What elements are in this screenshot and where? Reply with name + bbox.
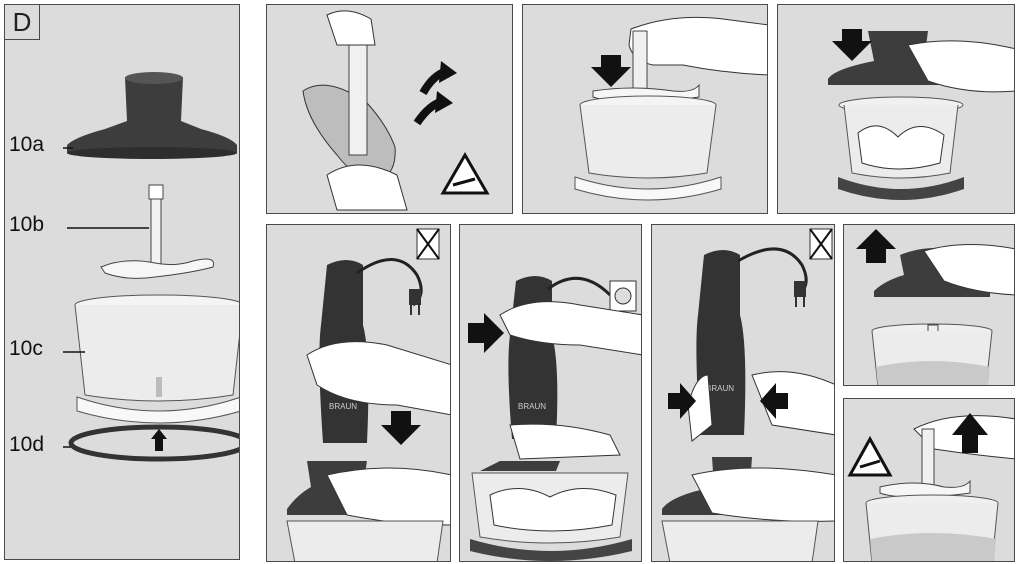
sharp-blade-warning-icon	[850, 439, 890, 475]
svg-text:BRAUN: BRAUN	[706, 384, 734, 393]
parts-overview-panel: D 10a 10b 10c 10d	[4, 4, 240, 560]
parts-illustration	[5, 5, 240, 560]
step-insert-blade-panel	[522, 4, 768, 214]
step-attach-lid-panel	[777, 4, 1015, 214]
bowl-10c-drawing	[75, 295, 240, 423]
arrow-up-icon	[856, 229, 896, 263]
step-remove-blade-panel	[843, 398, 1015, 562]
no-water-crossed-out-icon	[417, 229, 439, 259]
svg-text:BRAUN: BRAUN	[518, 402, 546, 411]
step-1-illustration	[267, 5, 513, 214]
part-label-10a: 10a	[9, 133, 44, 157]
no-water-crossed-out-icon	[810, 229, 832, 259]
step-4-illustration: BRAUN	[267, 225, 451, 562]
step-2-illustration	[523, 5, 768, 214]
part-label-10d: 10d	[9, 433, 44, 457]
step-remove-blade-cover-panel	[266, 4, 513, 214]
plug-icon	[409, 289, 421, 315]
arrow-down-icon	[591, 55, 631, 87]
step-remove-lid-panel	[843, 224, 1015, 386]
part-label-10b: 10b	[9, 213, 44, 237]
part-label-10c: 10c	[9, 337, 43, 361]
step-remove-motor-panel: BRAUN	[651, 224, 835, 562]
plug-icon	[794, 281, 806, 307]
wall-socket-icon	[610, 281, 636, 311]
svg-text:BRAUN: BRAUN	[329, 402, 357, 411]
sharp-blade-warning-icon	[443, 155, 487, 193]
base-ring-10d-drawing	[71, 427, 240, 459]
step-3-illustration	[778, 5, 1015, 214]
step-attach-motor-panel: BRAUN	[266, 224, 451, 562]
blade-10b-drawing	[101, 185, 214, 278]
step-6-illustration: BRAUN	[652, 225, 835, 562]
arrow-down-icon	[381, 411, 421, 445]
lid-10a-drawing	[67, 72, 237, 159]
arrow-right-icon	[468, 313, 504, 353]
step-plug-in-panel: BRAUN	[459, 224, 642, 562]
step-7-illustration	[844, 225, 1015, 386]
arrow-down-icon	[832, 29, 872, 61]
step-5-illustration: BRAUN	[460, 225, 642, 562]
arrow-rotate-icon	[435, 91, 453, 113]
step-8-illustration	[844, 399, 1015, 562]
